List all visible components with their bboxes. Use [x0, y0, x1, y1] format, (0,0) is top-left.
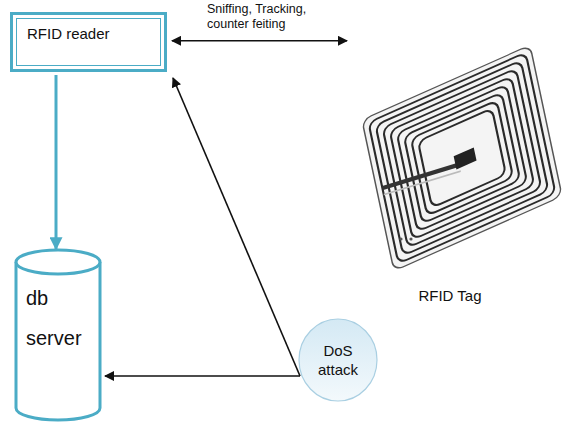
database-label: db server	[26, 278, 96, 358]
connector-arrow	[55, 75, 58, 249]
reader-box: RFID reader	[10, 12, 167, 72]
connector-arrow	[173, 78, 300, 376]
box-label: RFID reader	[27, 25, 110, 43]
coil-winding	[390, 76, 535, 239]
attack-ellipse: DoS attack	[298, 318, 378, 402]
reader-inner-frame: RFID reader	[16, 18, 161, 66]
tag-substrate	[362, 45, 562, 271]
ellipse-label: DoS attack	[312, 341, 364, 379]
coil-winding	[376, 60, 549, 255]
ellipse-outline	[298, 318, 378, 402]
coil-winding	[404, 92, 520, 223]
database-cylinder: db server	[14, 248, 102, 422]
rfid-tag: RFID Tag	[345, 25, 580, 315]
dot	[399, 237, 402, 240]
dot	[409, 237, 412, 240]
connector-arrow	[172, 40, 347, 42]
edge-label: Sniffing, Tracking, counter feiting	[205, 2, 309, 32]
tag-bridge-edge	[384, 161, 461, 204]
coil-winding	[383, 68, 542, 247]
coil-winding	[368, 53, 555, 264]
coil-winding	[411, 100, 513, 215]
tag-label: RFID Tag	[345, 287, 555, 305]
coil-winding	[418, 108, 506, 207]
coil-winding	[397, 84, 528, 231]
tag-chip	[454, 147, 477, 169]
coil-windings	[368, 53, 555, 264]
connector-arrow	[105, 375, 300, 377]
